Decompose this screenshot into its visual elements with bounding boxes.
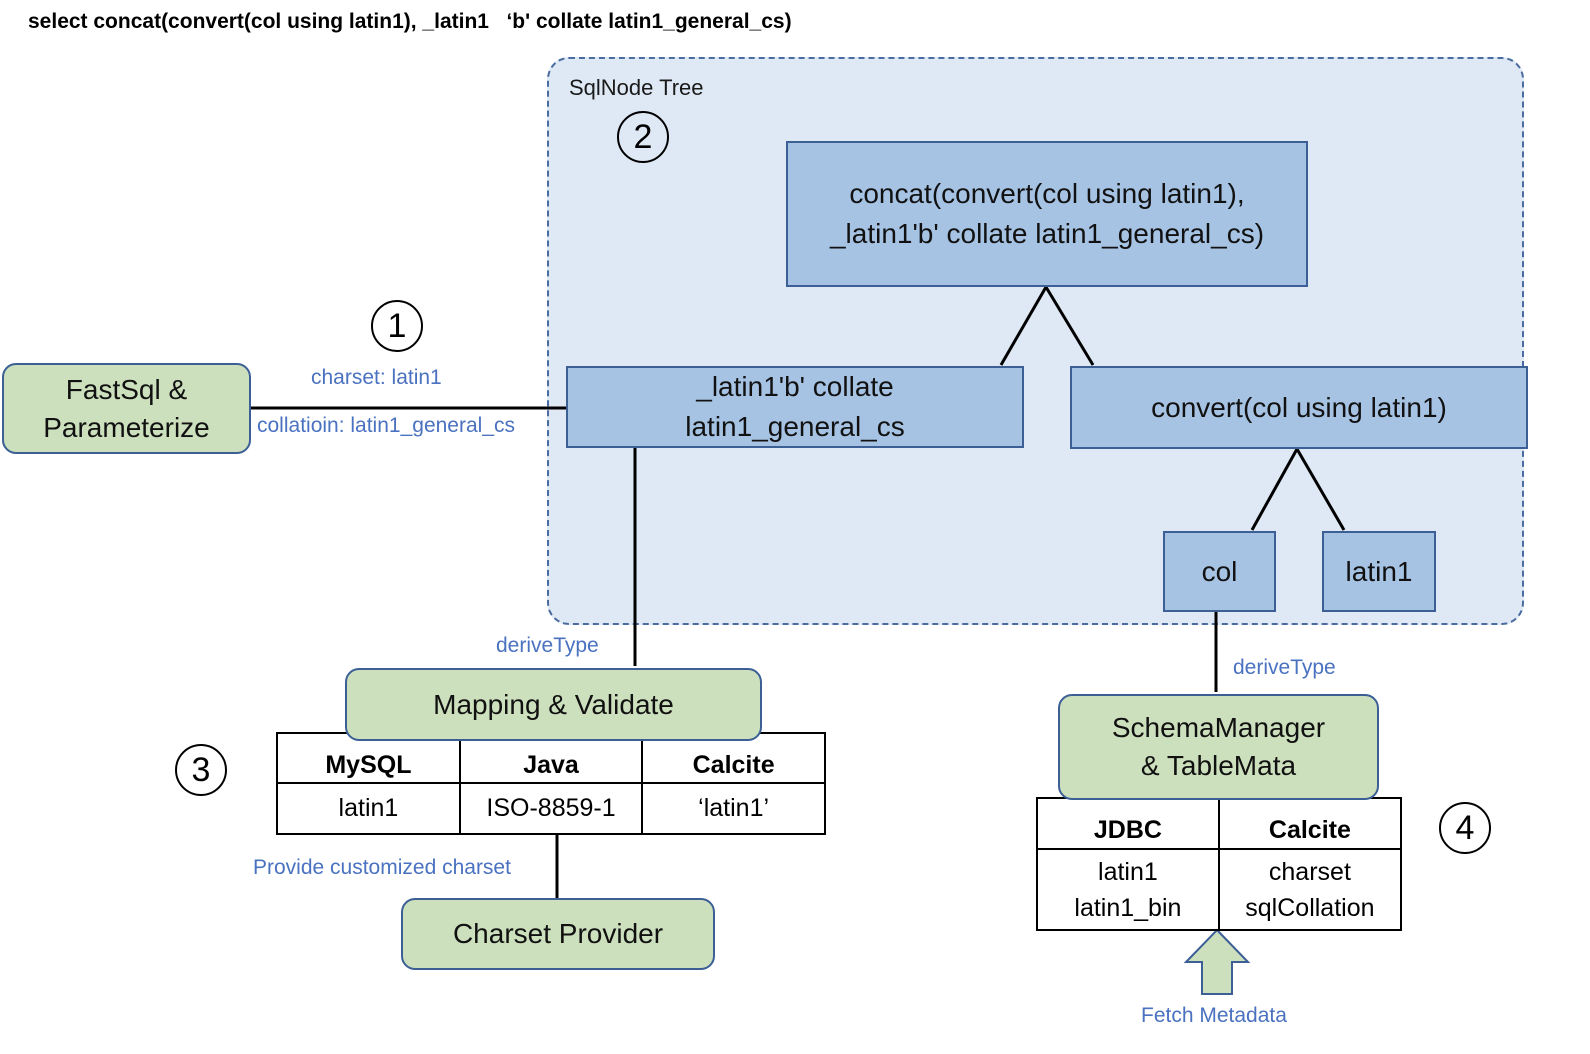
tree-node-col-label: col xyxy=(1201,555,1238,587)
mapping-cell-java: ISO-8859-1 xyxy=(458,782,644,835)
schema-manager-line2: & TableMata xyxy=(1140,750,1297,781)
edge-root-right xyxy=(1044,286,1095,366)
step-2-marker: 2 xyxy=(617,111,669,163)
sqlnode-tree-label: SqlNode Tree xyxy=(569,75,704,100)
fastsql-parameterize-box[interactable]: FastSql & Parameterize xyxy=(2,363,251,454)
mapping-cell-calcite: ‘latin1’ xyxy=(641,782,826,835)
mapping-cell-mysql: latin1 xyxy=(276,782,461,835)
mapping-validate-box[interactable]: Mapping & Validate xyxy=(345,668,762,741)
edge-convert-latin1 xyxy=(1295,448,1346,531)
schema-header-calcite: Calcite xyxy=(1217,797,1403,850)
collation-label: collatioin: latin1_general_cs xyxy=(257,414,515,437)
charset-label: charset: latin1 xyxy=(311,366,442,389)
schema-cell-calcite: charset sqlCollation xyxy=(1217,848,1403,931)
step-3-marker: 3 xyxy=(175,744,227,796)
tree-node-convert-label: convert(col using latin1) xyxy=(1151,391,1447,423)
tree-node-concat-line1: concat(convert(col using latin1), xyxy=(849,178,1245,209)
tree-node-convert[interactable]: convert(col using latin1) xyxy=(1070,366,1528,449)
step-4-marker: 4 xyxy=(1439,802,1491,854)
charset-provider-box[interactable]: Charset Provider xyxy=(401,898,715,970)
schema-jdbc-charset: latin1 xyxy=(1098,857,1158,886)
tree-node-concat-line2: _latin1'b' collate latin1_general_cs) xyxy=(829,218,1265,249)
schema-calcite-collation: sqlCollation xyxy=(1245,893,1375,922)
mapping-derive-type-label: deriveType xyxy=(496,634,599,657)
charset-provider-label: Charset Provider xyxy=(452,918,664,949)
tree-node-literal-line2: latin1_general_cs xyxy=(685,411,905,442)
tree-node-latin1-literal[interactable]: _latin1'b' collate latin1_general_cs xyxy=(566,366,1024,448)
tree-node-literal-line1: _latin1'b' collate xyxy=(696,371,894,402)
schema-cell-jdbc: latin1 latin1_bin xyxy=(1036,848,1220,931)
fastsql-line2: Parameterize xyxy=(43,411,210,443)
schema-jdbc-collation: latin1_bin xyxy=(1074,893,1182,922)
fetch-metadata-label: Fetch Metadata xyxy=(1141,1004,1287,1027)
tree-node-concat[interactable]: concat(convert(col using latin1), _latin… xyxy=(786,141,1308,287)
fastsql-line1: FastSql & xyxy=(65,373,188,405)
schema-manager-line1: SchemaManager xyxy=(1111,712,1326,743)
sql-query-title: select concat(convert(col using latin1),… xyxy=(28,10,792,33)
schema-manager-box[interactable]: SchemaManager & TableMata xyxy=(1058,694,1379,800)
tree-node-charset-label: latin1 xyxy=(1345,555,1413,587)
tree-node-col[interactable]: col xyxy=(1163,531,1276,612)
provide-charset-label: Provide customized charset xyxy=(253,856,511,879)
edge-root-left xyxy=(999,286,1048,366)
edge-convert-col xyxy=(1250,448,1299,531)
tree-node-charset[interactable]: latin1 xyxy=(1322,531,1436,612)
charset-mapping-table: MySQL Java Calcite latin1 ISO-8859-1 ‘la… xyxy=(276,732,826,835)
jdbc-calcite-table: JDBC Calcite latin1 latin1_bin charset s… xyxy=(1036,797,1403,931)
schema-derive-type-label: deriveType xyxy=(1233,656,1336,679)
schema-calcite-charset: charset xyxy=(1268,857,1351,886)
step-1-marker: 1 xyxy=(371,300,423,352)
fetch-arrow-icon xyxy=(1183,928,1251,995)
schema-header-jdbc: JDBC xyxy=(1036,797,1220,850)
mapping-validate-label: Mapping & Validate xyxy=(433,688,674,720)
